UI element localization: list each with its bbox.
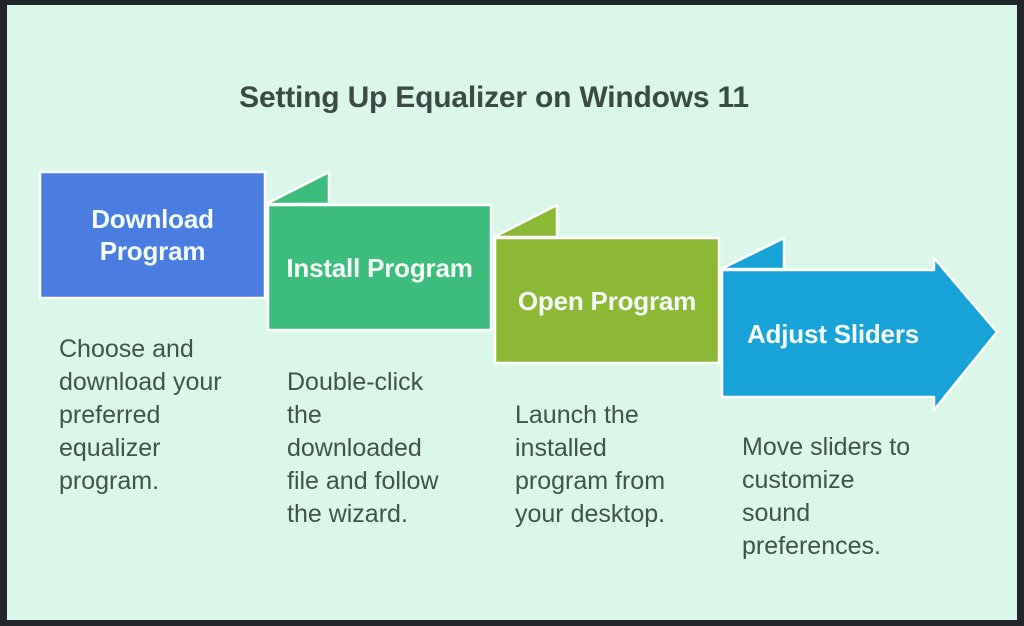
step2-rect-shape bbox=[266, 203, 493, 332]
step2-description: Double-click the downloaded file and fol… bbox=[287, 368, 439, 528]
step4-label: Adjust Sliders bbox=[722, 270, 944, 397]
step2-fold-triangle bbox=[264, 170, 331, 206]
infographic-background: Setting Up Equalizer on Windows 11 Downl… bbox=[7, 5, 1017, 620]
step3-label: Open Program bbox=[495, 238, 719, 363]
step1-label-text: Download Program bbox=[91, 204, 214, 266]
step1-label: Download Program bbox=[40, 172, 265, 298]
step3-description: Launch the installed program from your d… bbox=[515, 401, 666, 528]
step4-fold-triangle bbox=[719, 236, 786, 271]
step3-label-text: Open Program bbox=[517, 285, 697, 316]
step4-arrow-shape bbox=[720, 256, 999, 412]
step2-label: Install Program bbox=[268, 205, 491, 330]
step1-description: Choose and download your preferred equal… bbox=[59, 335, 222, 495]
step4-description: Move sliders to customize sound preferen… bbox=[742, 433, 911, 560]
process-flow-shapes bbox=[38, 170, 999, 412]
step2-label-text: Install Program bbox=[286, 252, 473, 283]
page-title: Setting Up Equalizer on Windows 11 bbox=[239, 81, 749, 114]
step1-rect-shape bbox=[38, 170, 267, 300]
step3-rect-shape bbox=[493, 236, 721, 365]
step3-fold-triangle bbox=[492, 203, 559, 239]
step4-label-text: Adjust Sliders bbox=[746, 318, 919, 349]
